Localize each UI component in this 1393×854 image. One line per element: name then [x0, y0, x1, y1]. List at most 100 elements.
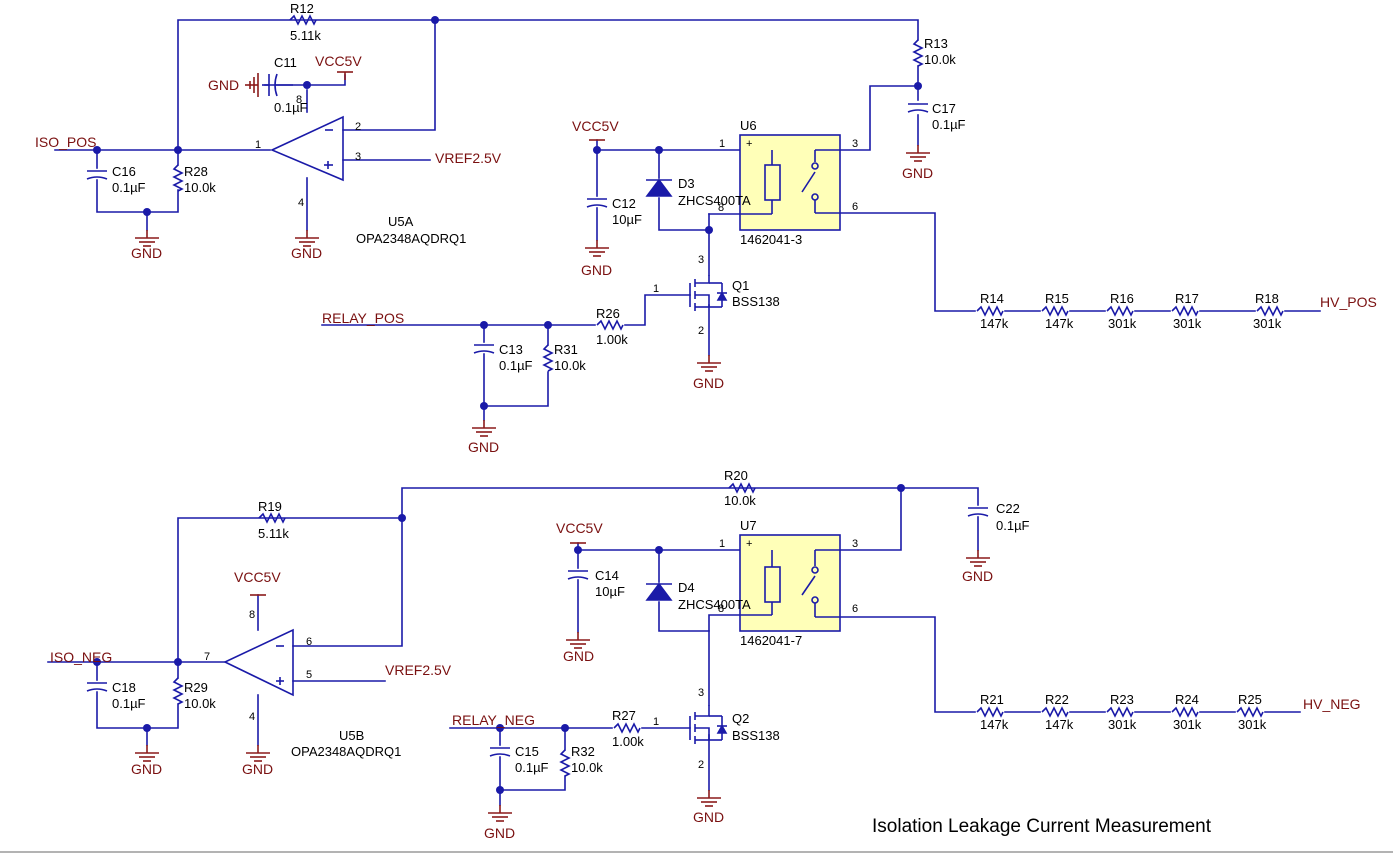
net-gnd-c18: GND [131, 761, 162, 777]
net-vref-bottom: VREF2.5V [385, 662, 452, 678]
net-gnd-c11: GND [208, 77, 239, 93]
net-vcc-c11: VCC5V [315, 53, 362, 69]
pin-u5b-6: 6 [306, 636, 312, 648]
label-u5a-ref: U5A [388, 214, 414, 229]
pin-u5b-4: 4 [249, 711, 255, 723]
pin-q1-1: 1 [653, 283, 659, 295]
label-c14-ref: C14 [595, 568, 619, 583]
pin-u5a-4: 4 [298, 197, 304, 209]
label-r18-ref: R18 [1255, 291, 1279, 306]
label-u5a-value: OPA2348AQDRQ1 [356, 231, 466, 246]
iso-pos-circuit [54, 15, 1321, 437]
pin-q2-2: 2 [698, 759, 704, 771]
label-r23-value: 301k [1108, 717, 1137, 732]
pin-u5b-8: 8 [249, 609, 255, 621]
label-c15-value: 0.1µF [515, 760, 549, 775]
pin-u6-1: 1 [719, 138, 725, 150]
net-gnd-c13: GND [468, 439, 499, 455]
page-title: Isolation Leakage Current Measurement [872, 816, 1212, 837]
pin-u7-3: 3 [852, 538, 858, 550]
label-c11-value: 0.1µF [274, 100, 308, 115]
net-vref-top: VREF2.5V [435, 150, 502, 166]
label-q1-value: BSS138 [732, 294, 780, 309]
label-c12-ref: C12 [612, 196, 636, 211]
label-r20-ref: R20 [724, 468, 748, 483]
pin-u5b-5: 5 [306, 669, 312, 681]
label-r27-ref: R27 [612, 708, 636, 723]
pin-u5b-7: 7 [204, 651, 210, 663]
label-c18-ref: C18 [112, 680, 136, 695]
label-r19-value: 5.11k [258, 526, 289, 541]
label-c16-ref: C16 [112, 164, 136, 179]
net-gnd-c16: GND [131, 245, 162, 261]
net-gnd-c14: GND [563, 648, 594, 664]
pin-u5a-2: 2 [355, 121, 361, 133]
label-r32-value: 10.0k [571, 760, 603, 775]
pin-q2-3: 3 [698, 687, 704, 699]
net-iso-neg: ISO_NEG [50, 649, 112, 665]
label-u6-ref: U6 [740, 118, 757, 133]
pin-u7-1: 1 [719, 538, 725, 550]
net-gnd-c12: GND [581, 262, 612, 278]
pin-u5a-3: 3 [355, 151, 361, 163]
pin-u6-3: 3 [852, 138, 858, 150]
label-c14-value: 10µF [595, 584, 625, 599]
pin-q2-1: 1 [653, 716, 659, 728]
label-r26-value: 1.00k [596, 332, 628, 347]
label-c13-ref: C13 [499, 342, 523, 357]
label-r15-value: 147k [1045, 316, 1074, 331]
net-hv-neg: HV_NEG [1303, 696, 1361, 712]
net-relay-pos: RELAY_POS [322, 310, 404, 326]
label-r20-value: 10.0k [724, 493, 756, 508]
label-r19-ref: R19 [258, 499, 282, 514]
label-u5b-value: OPA2348AQDRQ1 [291, 744, 401, 759]
label-r16-ref: R16 [1110, 291, 1134, 306]
label-q1-ref: Q1 [732, 278, 749, 293]
net-gnd-u5b: GND [242, 761, 273, 777]
label-r14-ref: R14 [980, 291, 1004, 306]
label-r28-ref: R28 [184, 164, 208, 179]
net-vcc-u5b: VCC5V [234, 569, 281, 585]
label-r28-value: 10.0k [184, 180, 216, 195]
net-gnd-q2: GND [693, 809, 724, 825]
label-r22-value: 147k [1045, 717, 1074, 732]
net-iso-pos: ISO_POS [35, 134, 96, 150]
label-r24-ref: R24 [1175, 692, 1199, 707]
iso-neg-circuit [47, 483, 1301, 822]
label-r12-ref: R12 [290, 1, 314, 16]
label-c13-value: 0.1µF [499, 358, 533, 373]
label-r14-value: 147k [980, 316, 1009, 331]
label-r21-ref: R21 [980, 692, 1004, 707]
label-q2-ref: Q2 [732, 711, 749, 726]
label-r22-ref: R22 [1045, 692, 1069, 707]
label-r13-value: 10.0k [924, 52, 956, 67]
label-c22-value: 0.1µF [996, 518, 1030, 533]
label-c12-value: 10µF [612, 212, 642, 227]
pin-u6-plus: + [746, 138, 752, 150]
label-r29-ref: R29 [184, 680, 208, 695]
label-r13-ref: R13 [924, 36, 948, 51]
net-hv-pos: HV_POS [1320, 294, 1377, 310]
net-vcc-u7: VCC5V [556, 520, 603, 536]
label-d4-value: ZHCS400TA [678, 597, 751, 612]
net-gnd-u5a: GND [291, 245, 322, 261]
label-u6-value: 1462041-3 [740, 232, 802, 247]
label-c15-ref: C15 [515, 744, 539, 759]
pin-u5a-8: 8 [296, 94, 302, 106]
net-gnd-c15: GND [484, 825, 515, 841]
pin-q1-2: 2 [698, 325, 704, 337]
label-r27-value: 1.00k [612, 734, 644, 749]
label-r16-value: 301k [1108, 316, 1137, 331]
label-r32-ref: R32 [571, 744, 595, 759]
net-gnd-c22: GND [962, 568, 993, 584]
label-c17-ref: C17 [932, 101, 956, 116]
label-c18-value: 0.1µF [112, 696, 146, 711]
label-c11-ref: C11 [274, 55, 297, 70]
label-r25-value: 301k [1238, 717, 1267, 732]
label-d4-ref: D4 [678, 580, 695, 595]
pin-u7-6: 6 [852, 603, 858, 615]
label-c17-value: 0.1µF [932, 117, 966, 132]
pin-u6-6: 6 [852, 201, 858, 213]
label-r26-ref: R26 [596, 306, 620, 321]
